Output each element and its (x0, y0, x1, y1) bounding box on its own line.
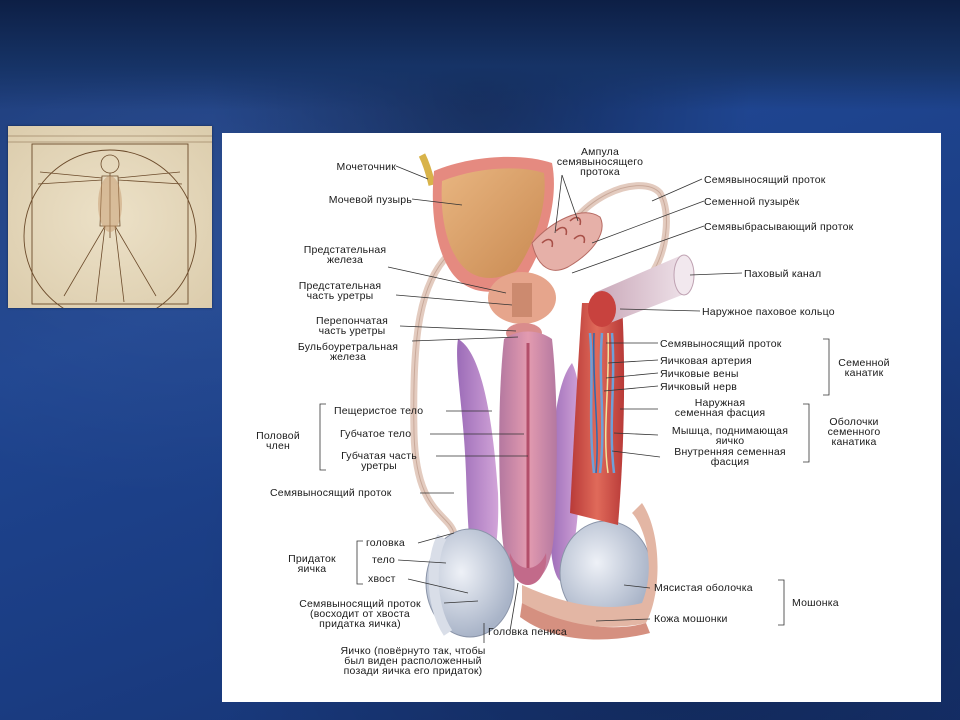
label-epididymis-head: головка (366, 537, 405, 549)
label-penis: Половой член (256, 430, 300, 452)
label-spongy-urethra: Губчатая часть уретры (341, 450, 417, 472)
label-spermatic-cord: Семенной канатик (838, 357, 890, 379)
label-ejaculatory-duct: Семявыбрасывающий проток (704, 221, 854, 233)
label-dartos: Мясистая оболочка (654, 582, 753, 594)
label-cavernous-body: Пещеристое тело (334, 405, 424, 417)
label-testis: Яичко (повёрнуто так, чтобы был виден ра… (340, 645, 486, 677)
label-scrotum: Мошонка (792, 597, 839, 609)
label-membranous-urethra: Перепончатая часть уретры (315, 315, 389, 337)
label-cremaster: Мышца, поднимающая яичко (671, 425, 789, 447)
label-testicular-artery: Яичковая артерия (660, 355, 752, 367)
vitruvian-man-image (8, 126, 212, 323)
label-vas-deferens-top: Семявыносящий проток (704, 174, 826, 186)
label-cord-vas: Семявыносящий проток (660, 338, 782, 350)
label-testicular-nerve: Яичковый нерв (660, 381, 738, 393)
label-vas-deferens-left: Семявыносящий проток (270, 487, 392, 499)
label-internal-fascia: Внутренняя семенная фасция (674, 446, 786, 468)
label-bulbourethral: Бульбоуретральная железа (297, 341, 399, 363)
label-prostatic-urethra: Предстательная часть уретры (298, 280, 382, 302)
label-prostate: Предстательная железа (303, 244, 387, 266)
label-ampulla: Ампула семявыносящего протока (556, 146, 644, 178)
label-scrotum-skin: Кожа мошонки (654, 613, 728, 625)
label-glans: Головка пениса (488, 626, 567, 638)
label-epididymis-body: тело (372, 554, 396, 566)
label-testicular-veins: Яичковые вены (660, 368, 739, 380)
label-vas-deferens-bottom: Семявыносящий проток (восходит от хвоста… (299, 598, 421, 630)
label-external-fascia: Наружная семенная фасция (674, 397, 766, 419)
title-band (0, 0, 960, 110)
label-bladder: Мочевой пузырь (328, 194, 412, 206)
anatomy-panel: Мочеточник Мочевой пузырь Ампула семявын… (222, 133, 941, 702)
label-epididymis: Придаток яичка (288, 553, 336, 575)
label-external-ring: Наружное паховое кольцо (702, 306, 835, 318)
label-cord-coverings: Оболочки семенного канатика (827, 416, 881, 448)
label-epididymis-tail: хвост (368, 573, 396, 585)
label-seminal-vesicle: Семенной пузырёк (704, 196, 800, 208)
label-inguinal-canal: Паховый канал (744, 268, 822, 280)
label-ureter: Мочеточник (336, 161, 396, 173)
label-spongy-body: Губчатое тело (340, 428, 412, 440)
